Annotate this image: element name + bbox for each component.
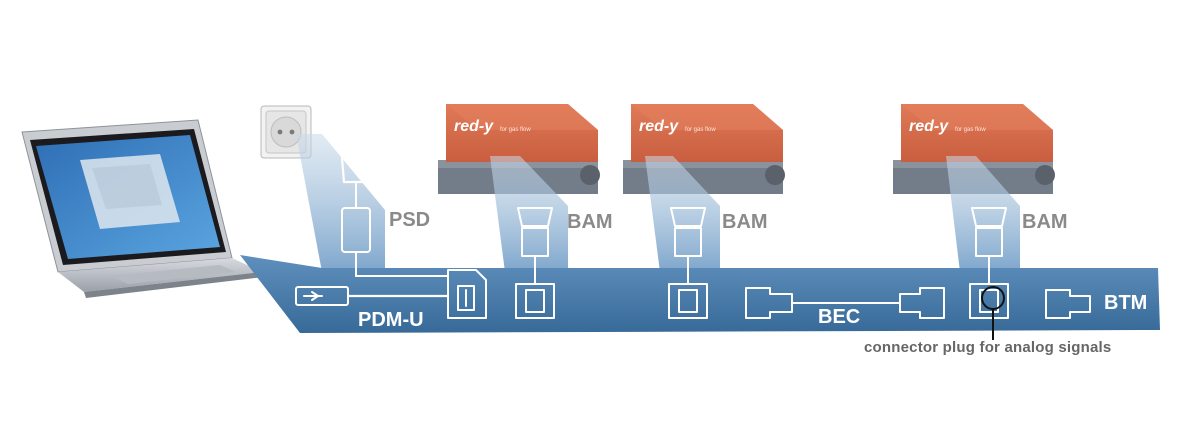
d-sub-connector-icon xyxy=(668,207,708,319)
device-subtitle: for gas flow xyxy=(685,127,716,133)
d-sub-connector-icon xyxy=(515,207,555,319)
device-subtitle: for gas flow xyxy=(500,127,531,133)
usb-plug-icon xyxy=(295,286,450,306)
device-subtitle: for gas flow xyxy=(955,127,986,133)
label-bec: BEC xyxy=(818,306,861,328)
power-plug-icon xyxy=(340,147,449,277)
label-btm: BTM xyxy=(1104,292,1148,314)
terminal-module-icon xyxy=(1045,289,1091,319)
device-logo: red-y xyxy=(454,118,494,135)
label-bam: BAM xyxy=(567,211,613,233)
flow-controller-2: red-y for gas flow xyxy=(623,104,785,194)
pdm-u-module xyxy=(447,269,487,319)
label-bam: BAM xyxy=(722,211,768,233)
bec-cable xyxy=(745,287,945,319)
bus-band xyxy=(240,255,1160,333)
device-logo: red-y xyxy=(639,118,679,135)
label-psd: PSD xyxy=(389,209,431,231)
device-logo: red-y xyxy=(909,118,949,135)
connector-note: connector plug for analog signals xyxy=(864,339,1112,356)
laptop-icon xyxy=(21,119,264,298)
label-bam: BAM xyxy=(1022,211,1068,233)
label-pdm-u: PDM-U xyxy=(358,309,424,331)
d-sub-connector-icon xyxy=(969,207,1009,319)
analog-connector-highlight xyxy=(981,286,1005,340)
